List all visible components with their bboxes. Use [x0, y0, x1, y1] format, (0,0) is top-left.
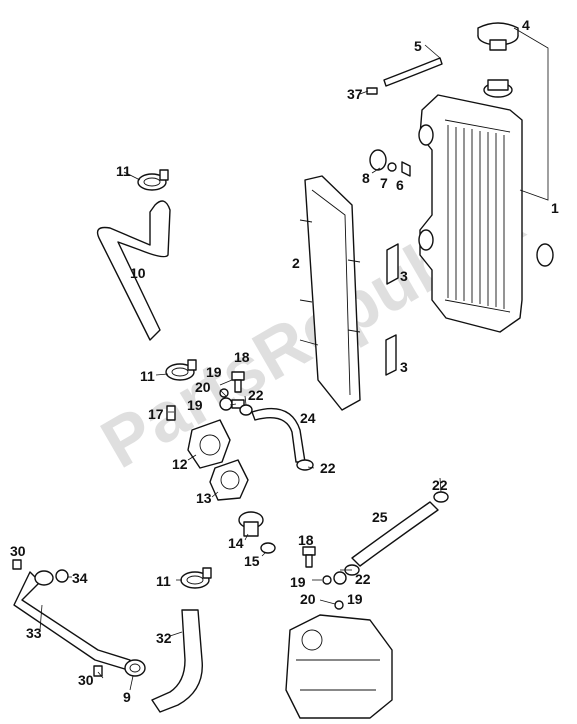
callout-13: 13 — [196, 490, 212, 506]
callout-12: 12 — [172, 456, 188, 472]
callout-18-upper: 18 — [234, 349, 250, 365]
callout-22-a: 22 — [248, 387, 264, 403]
washer-20[interactable] — [334, 600, 344, 610]
overflow-hose[interactable] — [383, 57, 443, 87]
callout-25: 25 — [372, 509, 388, 525]
breather-hose[interactable] — [13, 571, 131, 671]
callout-7: 7 — [380, 175, 388, 191]
callout-22-d: 22 — [355, 571, 371, 587]
callout-5: 5 — [414, 38, 422, 54]
leader-lines — [39, 27, 549, 691]
bolt-upper[interactable] — [231, 371, 245, 393]
callout-19-b: 19 — [187, 397, 203, 413]
clamp-22c[interactable] — [433, 491, 449, 503]
banjo-fitting-upper[interactable] — [219, 388, 245, 411]
callout-18-lower: 18 — [298, 532, 314, 548]
radiator-grommet[interactable] — [536, 243, 554, 267]
callout-30-bottom: 30 — [78, 672, 94, 688]
clamp-22a[interactable] — [239, 404, 253, 416]
callout-15: 15 — [244, 553, 260, 569]
callout-1: 1 — [551, 200, 559, 216]
bracket-upper[interactable] — [386, 243, 399, 285]
callout-20-upper: 20 — [195, 379, 211, 395]
callout-3-lower: 3 — [400, 359, 408, 375]
o-ring[interactable] — [260, 542, 276, 554]
thermostat[interactable] — [238, 511, 264, 537]
callout-19-c: 19 — [290, 574, 306, 590]
callout-19-a: 19 — [206, 364, 222, 380]
callout-34: 34 — [72, 570, 88, 586]
callout-22-b: 22 — [320, 460, 336, 476]
callout-11-upper: 11 — [116, 163, 131, 179]
banjo-fitting-lower[interactable] — [333, 571, 347, 585]
radiator[interactable] — [418, 79, 523, 333]
callout-8: 8 — [362, 170, 370, 186]
pin[interactable] — [166, 405, 176, 421]
hose-clamp-middle[interactable] — [165, 359, 197, 381]
clamp-22b[interactable] — [296, 459, 314, 471]
callout-24: 24 — [300, 410, 316, 426]
callout-20-lower: 20 — [300, 591, 316, 607]
engine-cover[interactable] — [285, 614, 393, 719]
callout-32: 32 — [156, 630, 172, 646]
coolant-hose-25[interactable] — [351, 501, 439, 567]
callout-14: 14 — [228, 535, 244, 551]
callout-6: 6 — [396, 177, 404, 193]
callout-30-top: 30 — [10, 543, 26, 559]
hose-clamp-9[interactable] — [124, 659, 146, 677]
bolt-lower[interactable] — [302, 546, 316, 568]
radiator-shroud[interactable] — [299, 175, 361, 411]
callout-19-d: 19 — [347, 591, 363, 607]
callout-9: 9 — [123, 689, 131, 705]
coolant-hose-24[interactable] — [251, 407, 306, 463]
callout-2: 2 — [292, 255, 300, 271]
fitting-30-bottom[interactable] — [93, 665, 103, 677]
fitting-30-top[interactable] — [12, 559, 22, 570]
callout-33: 33 — [26, 625, 42, 641]
callout-22-c: 22 — [432, 477, 448, 493]
mounting-rubber[interactable] — [369, 149, 411, 177]
hose-clip[interactable] — [366, 87, 378, 95]
connector-34[interactable] — [34, 569, 69, 586]
pump-gasket[interactable] — [209, 459, 249, 501]
callout-11-lower: 11 — [156, 573, 171, 589]
upper-radiator-hose[interactable] — [96, 200, 171, 341]
hose-clamp-lower[interactable] — [180, 567, 212, 589]
callout-17: 17 — [148, 406, 164, 422]
radiator-cap[interactable] — [477, 22, 519, 51]
callout-11-middle: 11 — [140, 368, 155, 384]
callout-3-upper: 3 — [400, 268, 408, 284]
water-pump-housing[interactable] — [187, 419, 231, 469]
lower-radiator-hose[interactable] — [151, 609, 203, 713]
callout-37: 37 — [347, 86, 363, 102]
washer-19[interactable] — [322, 575, 332, 585]
callout-10: 10 — [130, 265, 146, 281]
callouts: 1 2 3 3 4 5 6 7 8 9 10 11 11 11 12 13 14… — [10, 17, 559, 705]
bracket-lower[interactable] — [385, 334, 397, 376]
hose-clamp-upper[interactable] — [137, 169, 169, 191]
callout-4: 4 — [522, 17, 530, 33]
